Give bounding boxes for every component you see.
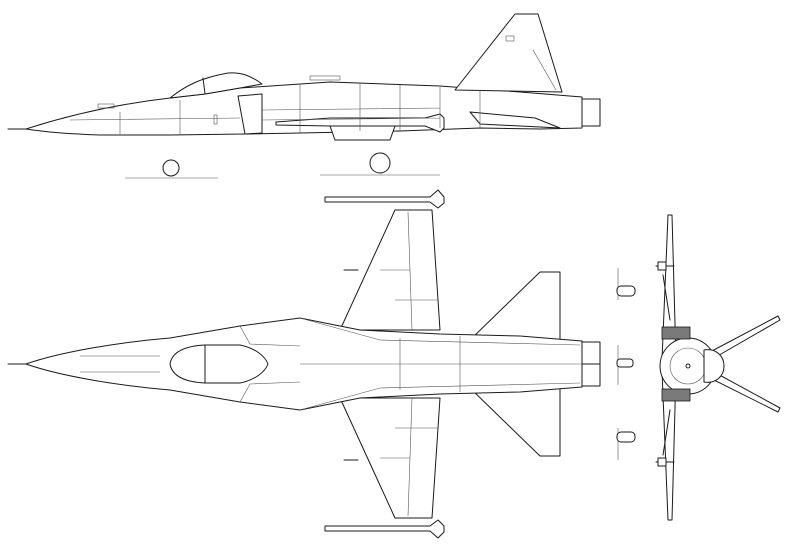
front-tail-lower [709, 371, 781, 413]
gear-bottom-wheel [616, 431, 636, 443]
side-vent-2 [213, 114, 218, 125]
front-canopy [703, 349, 725, 383]
front-tip-missile-top [657, 261, 667, 271]
front-tip-missile-bottom [657, 457, 667, 467]
top-right-stabilizer [469, 382, 561, 457]
top-view [7, 189, 601, 539]
side-intake [237, 93, 263, 135]
top-strake-lines [239, 317, 581, 411]
top-wing-stubs [343, 269, 359, 461]
side-canopy-frame [202, 77, 206, 95]
gear-top-wheel [616, 285, 636, 297]
front-right-intake [661, 388, 691, 402]
side-horizontal-stabilizer [469, 111, 561, 129]
top-canopy [169, 344, 269, 384]
gear-middle-wheel [616, 358, 634, 368]
side-rudder-line [532, 49, 557, 91]
side-main-wheel [369, 152, 391, 174]
side-view [7, 13, 601, 179]
side-vent-1 [97, 103, 115, 109]
side-exhaust-nozzle [581, 98, 601, 127]
front-left-intake [661, 326, 691, 340]
front-tail-upper [709, 315, 781, 359]
front-nose-dot [685, 363, 691, 369]
side-tail-panel [505, 35, 515, 42]
side-nose-wheel [162, 159, 180, 177]
top-panel-lines [80, 336, 582, 392]
front-fin-left [662, 274, 671, 456]
side-vent-3 [309, 75, 341, 81]
side-panel-lines [69, 83, 481, 135]
side-pylon [329, 125, 396, 141]
top-right-tip-missile [324, 519, 445, 539]
side-canopy [169, 72, 263, 99]
top-left-tip-missile [324, 189, 445, 209]
gear-detail [616, 268, 636, 460]
side-vertical-tail [454, 13, 563, 93]
front-view [655, 214, 781, 521]
top-left-stabilizer [469, 271, 561, 346]
top-wing-details [380, 211, 438, 517]
